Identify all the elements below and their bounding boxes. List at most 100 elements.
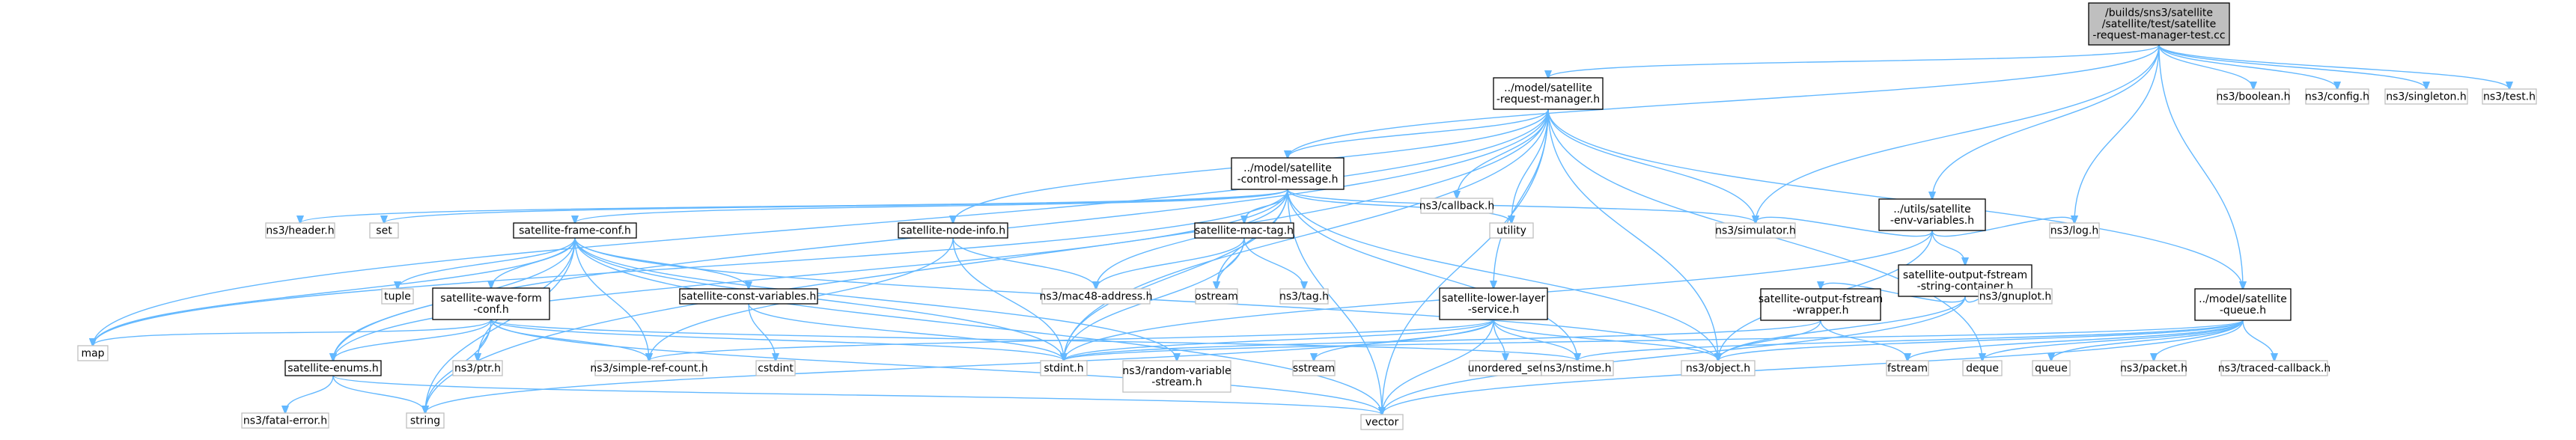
- node-label: ns3/random-variable: [1122, 365, 1231, 377]
- node-singleton: ns3/singleton.h: [2384, 88, 2468, 105]
- node-enums[interactable]: satellite-enums.h: [284, 360, 382, 376]
- node-ofw[interactable]: satellite-output-fstream-wrapper.h: [1759, 288, 1883, 321]
- edge-enums-to-fatal: [285, 375, 334, 413]
- node-label: string: [410, 415, 440, 427]
- edge-lower-to-object: [1493, 319, 1718, 361]
- node-box: [265, 222, 335, 239]
- node-box: [2032, 360, 2071, 376]
- node-box: [1041, 288, 1151, 305]
- node-box: [2049, 222, 2100, 239]
- node-label: ns3/test.h: [2483, 91, 2536, 103]
- node-sstream: sstream: [1292, 360, 1336, 376]
- node-label: satellite-lower-layer: [1442, 293, 1546, 305]
- edge-mactag-to-mac48: [1096, 237, 1245, 289]
- node-label: tuple: [384, 291, 411, 303]
- node-label: ns3/log.h: [2050, 225, 2098, 237]
- node-label: queue: [2035, 363, 2068, 375]
- node-stdint: stdint.h: [1040, 360, 1088, 376]
- edge-wave-to-enums: [333, 319, 492, 361]
- node-nodeinfo[interactable]: satellite-node-info.h: [898, 222, 1008, 239]
- node-label: satellite-const-variables.h: [681, 291, 817, 303]
- node-box: [1878, 198, 1986, 231]
- node-log: ns3/log.h: [2049, 222, 2100, 239]
- node-wave[interactable]: satellite-wave-form-conf.h: [432, 287, 550, 320]
- edge-ctrl-to-utility: [1287, 189, 1511, 223]
- edge-wave-to-stdint: [490, 319, 1064, 361]
- edge-ctrl-to-mac48: [1096, 189, 1288, 289]
- edge-queue-to-nstime: [1577, 320, 2244, 361]
- edge-queue-to-stdint: [1064, 320, 2244, 361]
- node-label: ../model/satellite: [1504, 82, 1592, 94]
- node-label: -service.h: [1468, 304, 1520, 316]
- node-label: ns3/boolean.h: [2216, 91, 2290, 103]
- node-box: [1541, 360, 1614, 376]
- node-box: [1439, 287, 1548, 320]
- node-mactag[interactable]: satellite-mac-tag.h: [1194, 222, 1294, 239]
- node-fatal: ns3/fatal-error.h: [241, 412, 329, 429]
- node-ctrl[interactable]: ../model/satellite-control-message.h: [1231, 157, 1345, 190]
- edge-queue-to-queuestd: [2051, 320, 2244, 361]
- edge-ofsc-to-vector: [1382, 296, 1966, 415]
- edge-env-to-sim: [1756, 217, 1933, 237]
- node-label: vector: [1365, 417, 1399, 429]
- node-config: ns3/config.h: [2305, 88, 2369, 105]
- edge-queue-to-fstream: [1907, 320, 2244, 361]
- node-box: [2088, 2, 2230, 46]
- node-label: ns3/mac48-address.h: [1040, 291, 1153, 303]
- edge-rm-to-object: [1547, 109, 1718, 361]
- node-label: map: [81, 348, 104, 360]
- node-const[interactable]: satellite-const-variables.h: [679, 288, 818, 305]
- edge-rm-to-map: [93, 109, 1549, 346]
- node-box: [1978, 288, 2053, 305]
- node-packet: ns3/packet.h: [2120, 360, 2187, 376]
- edge-lower-to-vector: [1382, 319, 1494, 415]
- edge-frame-to-simpleref: [574, 237, 649, 361]
- edge-enums-to-vector: [332, 375, 1382, 415]
- node-label: satellite-output-fstream: [1903, 269, 2027, 281]
- node-box: [77, 345, 109, 361]
- edge-mactag-to-stdint: [1064, 237, 1245, 361]
- edge-ctrl-to-enums: [333, 189, 1288, 361]
- node-label: ../model/satellite: [1243, 162, 1332, 174]
- node-gnuplot: ns3/gnuplot.h: [1978, 288, 2053, 305]
- node-utility: utility: [1489, 222, 1534, 239]
- node-rm[interactable]: ../model/satellite-request-manager.h: [1493, 77, 1604, 110]
- edge-nodeinfo-to-mac48: [952, 237, 1096, 289]
- node-box: [2384, 88, 2468, 105]
- node-queue[interactable]: ../model/satellite-queue.h: [2194, 288, 2292, 321]
- node-box: [2482, 88, 2537, 105]
- node-box: [369, 222, 399, 239]
- node-set: set: [369, 222, 399, 239]
- node-box: [241, 412, 329, 429]
- edge-nodeinfo-to-stdint: [952, 237, 1064, 361]
- edge-root-to-test: [2158, 44, 2509, 89]
- edge-wave-to-map: [93, 319, 492, 346]
- node-callback: ns3/callback.h: [1419, 198, 1494, 214]
- node-label: ns3/simple-ref-count.h: [590, 363, 707, 375]
- node-box: [898, 222, 1008, 239]
- edge-rm-to-ctrl: [1288, 109, 1549, 158]
- node-sim: ns3/simulator.h: [1715, 222, 1796, 239]
- edge-ofw-to-stdint: [1064, 320, 1821, 361]
- node-root[interactable]: /builds/sns3/satellite/satellite/test/sa…: [2088, 2, 2230, 46]
- node-lower[interactable]: satellite-lower-layer-service.h: [1439, 287, 1548, 320]
- edge-frame-to-map: [93, 237, 576, 346]
- node-frame[interactable]: satellite-frame-conf.h: [513, 222, 637, 239]
- edge-lower-to-stdint: [1064, 319, 1494, 361]
- node-label: ns3/nstime.h: [1544, 363, 1612, 375]
- node-label: ns3/gnuplot.h: [1979, 291, 2052, 303]
- edge-frame-to-string: [425, 237, 576, 413]
- node-box: [2121, 360, 2187, 376]
- edge-ctrl-to-frame: [575, 189, 1288, 223]
- edge-ctrl-to-set: [384, 189, 1288, 223]
- node-mac48: ns3/mac48-address.h: [1040, 288, 1153, 305]
- node-box: [1715, 222, 1796, 239]
- edge-mactag-to-ostream: [1217, 237, 1245, 289]
- node-vector: vector: [1360, 414, 1404, 430]
- node-label: satellite-enums.h: [287, 363, 378, 375]
- node-env[interactable]: ../utils/satellite-env-variables.h: [1878, 198, 1986, 231]
- node-label: ns3/config.h: [2305, 91, 2369, 103]
- edge-rm-to-sim: [1547, 109, 1756, 223]
- edge-ofsc-to-ofw: [1821, 283, 1966, 303]
